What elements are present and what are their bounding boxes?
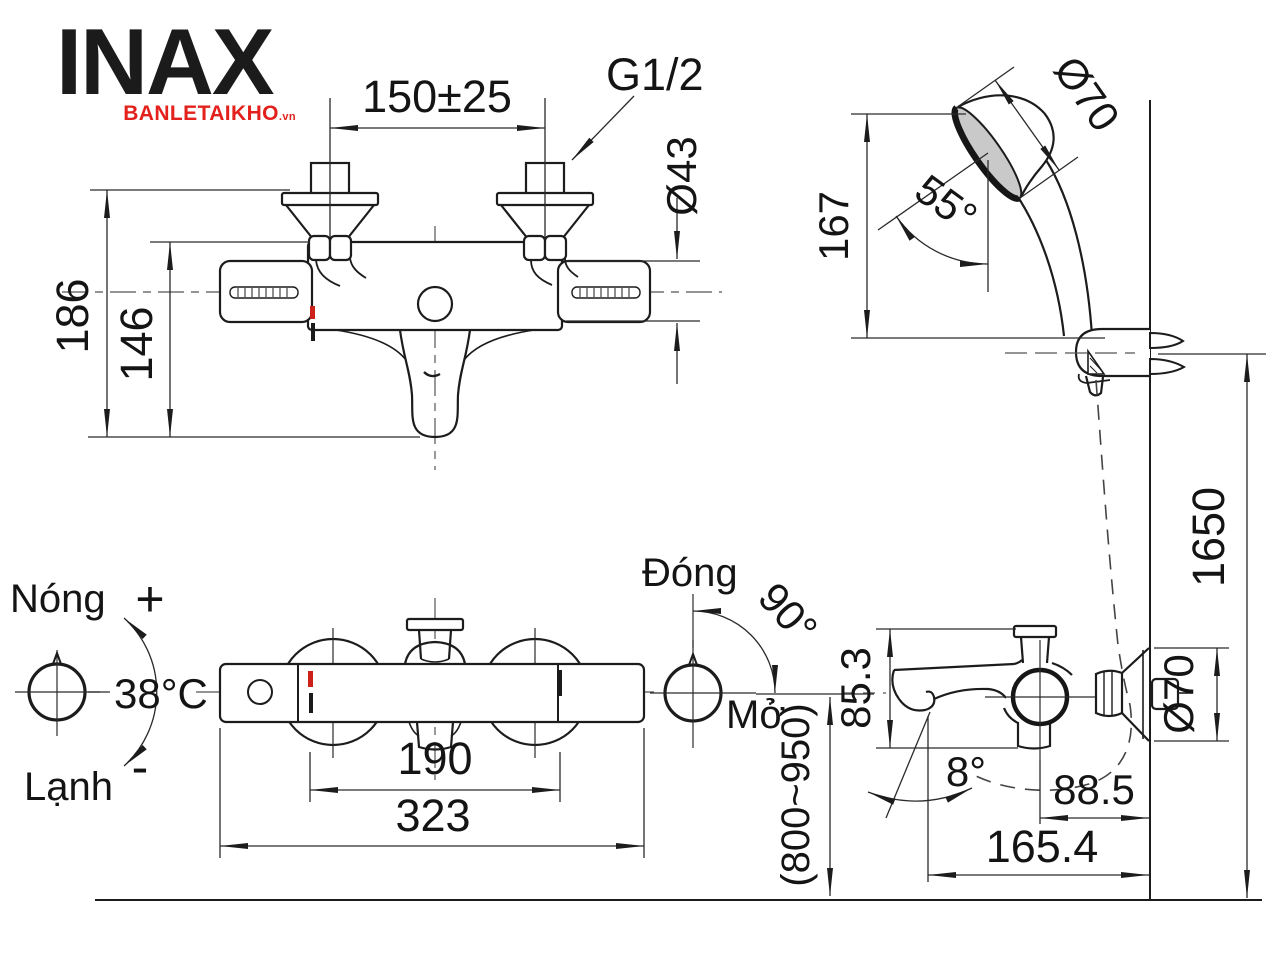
dim-head-diameter: Ø70 [1045,48,1129,140]
front-view-dimensions: 190 323 (800~950) [219,693,874,896]
lower-nut-front [408,721,462,751]
spout-top-view [398,329,472,439]
dim-spout-to-wall: 165.4 [986,821,1099,872]
wall-and-floor-lines [95,100,1262,901]
safety-button-front [247,679,273,705]
spout-top-edge [893,662,1015,672]
black-index-mark-front [309,693,313,713]
brand-logo: INAX BANLETAIKHO.vn [56,14,296,126]
hot-label: Nóng [10,577,106,621]
temperature-knob-pictogram: Nóng + 38°C Lạnh - [10,571,208,809]
right-grip-band [571,286,641,299]
top-view-dimensions: 150±25 G1/2 Ø43 186 146 [47,49,705,438]
mixer-body-front [218,662,646,724]
dim-overall-width: 323 [395,790,470,841]
spout-angle-construction [867,711,973,819]
left-grip-band [229,286,299,299]
temperature-label: 38°C [114,670,208,717]
top-view-drawing [62,161,722,470]
black-index-mark-top [311,323,315,341]
dim-spout-angle: 8° [946,748,986,795]
dim-head-angle: 55° [907,165,986,240]
turn-angle-label: 90° [749,574,826,653]
shower-handle [1015,159,1105,397]
dim-thread-size: G1/2 [606,49,704,100]
front-view-drawing [196,598,660,780]
brand-name: INAX [56,9,275,114]
shower-holder [1074,327,1187,384]
hand-shower-dimensions: Ø70 55° 167 1650 [810,48,1266,898]
center-button-top [416,285,454,323]
dim-handle-to-wall: 88.5 [1053,766,1135,813]
dim-body-height: 85.3 [832,647,879,729]
cold-label: Lạnh [24,765,113,809]
minus-sign: - [132,739,149,795]
dim-rail-height: 1650 [1183,487,1234,587]
side-view-drawing [843,624,1193,819]
temp-rotation-arc [123,617,158,767]
seller-watermark-text: BANLETAIKHO [123,102,279,125]
left-wall-connector [280,161,380,287]
right-index-mark-front [557,670,562,696]
dim-flange-diameter: Ø70 [1155,654,1202,733]
dim-handle-diameter: Ø43 [658,136,705,215]
red-index-mark-top [310,306,315,319]
aerator-mark [423,371,441,378]
shower-hose-dashed [967,379,1133,791]
dim-depth-body: 146 [111,306,162,381]
plus-sign: + [135,571,164,627]
dim-handle-pitch: 190 [397,733,472,784]
seller-watermark-suffix: .vn [278,111,296,123]
flow-rotation-arc [692,608,778,694]
red-index-mark-front [308,671,313,687]
close-label: Đóng [642,551,738,595]
open-label: Mở [726,693,786,737]
dim-head-length: 167 [810,191,857,261]
dim-inlet-pitch: 150±25 [362,71,512,122]
diverter-front [403,617,467,665]
grip-texture [237,288,630,297]
seller-watermark: BANLETAIKHO.vn [56,102,296,126]
dim-install-height: (800~950) [774,703,818,886]
dim-depth-total: 186 [47,278,98,353]
side-view-dimensions: 85.3 8° 88.5 165.4 Ø70 [832,628,1229,882]
hand-shower-drawing [877,94,1187,791]
head-angle-construction [877,152,989,292]
